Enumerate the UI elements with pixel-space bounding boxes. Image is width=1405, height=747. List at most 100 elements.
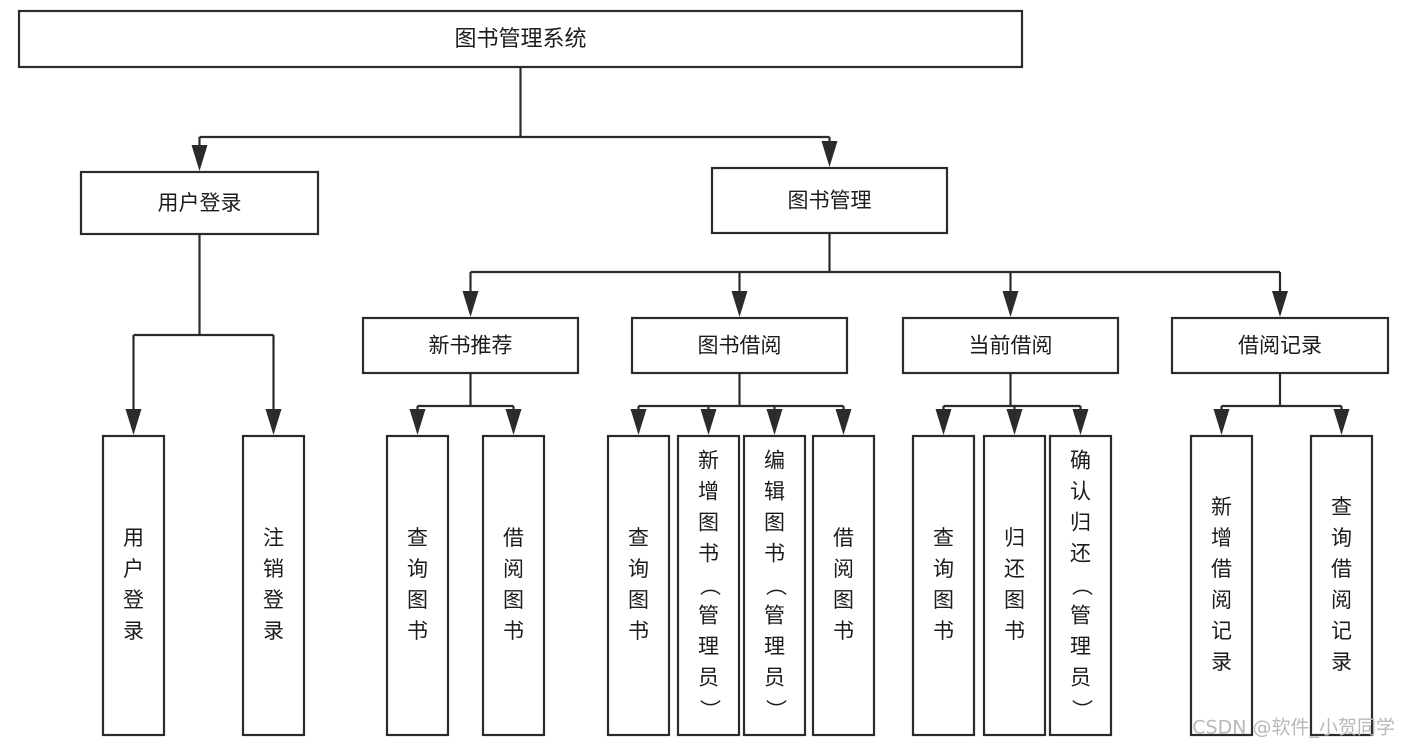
node-label: 图书管理系统 [454, 27, 586, 52]
node-label-char: 询 [1331, 526, 1352, 550]
node-label-char: 归 [1004, 526, 1025, 550]
node-label-char: 阅 [1331, 588, 1352, 612]
node-box[interactable] [742, 434, 807, 737]
node-box[interactable] [606, 434, 671, 737]
node-box[interactable] [1309, 434, 1374, 737]
node-box[interactable] [676, 434, 741, 737]
node-label-char: 增 [698, 480, 719, 504]
connector-group-root [191, 67, 838, 171]
node-label-char: 借 [1211, 557, 1232, 581]
node-label-char: 书 [407, 619, 428, 643]
node-label-char: 查 [933, 526, 954, 550]
arrowhead-icon [125, 409, 142, 435]
node-new-book-rec[interactable]: 新书推荐 [361, 316, 580, 375]
node-label-char: 编 [764, 449, 785, 473]
node-label-char: 阅 [833, 557, 854, 581]
node-book-borrow[interactable]: 图书借阅 [630, 316, 849, 375]
node-label-char: 查 [628, 526, 649, 550]
arrowhead-icon [700, 409, 717, 435]
arrowhead-icon [1213, 409, 1230, 435]
arrowhead-icon [731, 291, 748, 317]
node-box[interactable] [811, 434, 876, 737]
connector-group-current-borrow [935, 373, 1089, 435]
node-label-char: ） [698, 699, 722, 720]
node-box[interactable] [385, 434, 450, 737]
node-box[interactable] [911, 434, 976, 737]
arrowhead-icon [835, 409, 852, 435]
arrowhead-icon [1006, 409, 1023, 435]
node-label-char: 图 [833, 588, 854, 612]
node-label-char: 录 [263, 619, 284, 643]
arrowhead-icon [1333, 409, 1350, 435]
node-label-char: 辑 [764, 480, 785, 504]
node-box[interactable] [17, 9, 1024, 69]
node-label-char: 录 [123, 619, 144, 643]
node-label-char: 理 [764, 635, 785, 659]
node-label-char: 管 [764, 604, 785, 628]
node-box[interactable] [982, 434, 1047, 737]
csdn-watermark: CSDN @软件_小贺同学 [1192, 717, 1395, 739]
node-label-char: 确 [1070, 449, 1091, 473]
node-label-char: 记 [1331, 619, 1352, 643]
node-label-char: 图 [698, 511, 719, 535]
node-box[interactable] [101, 434, 166, 737]
node-box[interactable] [79, 170, 320, 236]
node-box[interactable] [630, 316, 849, 375]
node-box[interactable] [361, 316, 580, 375]
node-user-login[interactable]: 用户登录 [79, 170, 320, 236]
node-box[interactable] [1048, 434, 1113, 737]
node-box[interactable] [901, 316, 1120, 375]
node-label: 新书推荐 [429, 334, 513, 358]
node-book-manage[interactable]: 图书管理 [710, 166, 949, 235]
arrowhead-icon [630, 409, 647, 435]
node-label-char: 阅 [1211, 588, 1232, 612]
arrowhead-icon [191, 145, 208, 171]
node-label-char: 询 [407, 557, 428, 581]
node-label-char: 理 [698, 635, 719, 659]
node-label-char: 员 [1070, 666, 1091, 690]
node-label-char: 书 [1004, 619, 1025, 643]
node-label-char: 图 [503, 588, 524, 612]
node-box[interactable] [241, 434, 306, 737]
node-box[interactable] [1189, 434, 1254, 737]
node-label-char: 图 [1004, 588, 1025, 612]
node-label: 当前借阅 [969, 334, 1053, 358]
connector-group-borrow-record [1213, 373, 1350, 435]
arrowhead-icon [462, 291, 479, 317]
node-label: 借阅记录 [1238, 334, 1322, 358]
node-label-char: 图 [933, 588, 954, 612]
node-label-char: 书 [628, 619, 649, 643]
node-borrow-record[interactable]: 借阅记录 [1170, 316, 1390, 375]
node-label-char: 新 [1211, 495, 1232, 519]
node-box[interactable] [1170, 316, 1390, 375]
node-label-char: 询 [628, 557, 649, 581]
node-label-char: 录 [1331, 650, 1352, 674]
node-label-char: 增 [1211, 526, 1232, 550]
node-leaf-user-login[interactable]: 用户登录 [101, 434, 166, 737]
node-label-char: 图 [764, 511, 785, 535]
node-box[interactable] [481, 434, 546, 737]
node-label-char: 阅 [503, 557, 524, 581]
node-label-char: 书 [764, 542, 785, 566]
node-label: 图书管理 [788, 189, 872, 213]
connector-group-book-borrow [630, 373, 852, 435]
arrowhead-icon [821, 141, 838, 167]
node-current-borrow[interactable]: 当前借阅 [901, 316, 1120, 375]
node-label-char: 管 [698, 604, 719, 628]
node-label-char: 查 [407, 526, 428, 550]
node-box[interactable] [710, 166, 949, 235]
node-root[interactable]: 图书管理系统 [17, 9, 1024, 69]
